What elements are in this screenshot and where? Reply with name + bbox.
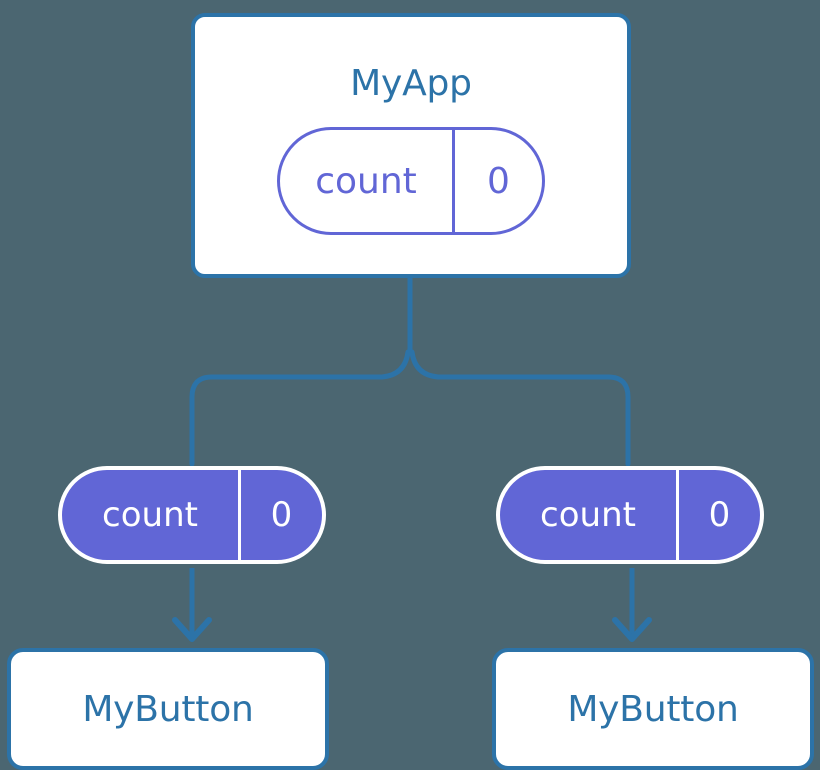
state-pill-left-value: 0 xyxy=(238,470,322,560)
state-pill-right-key: count xyxy=(540,495,636,535)
state-pill-right[interactable]: count 0 xyxy=(496,466,764,564)
edge-app-to-right-state xyxy=(409,349,631,467)
edge-app-to-left-state xyxy=(189,349,411,467)
state-pill-left-key: count xyxy=(102,495,198,535)
state-pill-myapp[interactable]: count 0 xyxy=(277,127,545,235)
arrowhead-left xyxy=(172,617,212,642)
arrowhead-right xyxy=(612,617,652,642)
state-pill-left[interactable]: count 0 xyxy=(58,466,326,564)
component-mybutton-left-title: MyButton xyxy=(82,688,254,730)
state-pill-right-value: 0 xyxy=(676,470,760,560)
state-pill-myapp-value: 0 xyxy=(452,130,542,232)
component-mybutton-right-title: MyButton xyxy=(567,688,739,730)
component-mybutton-right[interactable]: MyButton xyxy=(492,648,814,770)
component-myapp-title: MyApp xyxy=(350,63,472,104)
component-mybutton-left[interactable]: MyButton xyxy=(7,648,329,770)
state-pill-myapp-key: count xyxy=(315,160,417,202)
